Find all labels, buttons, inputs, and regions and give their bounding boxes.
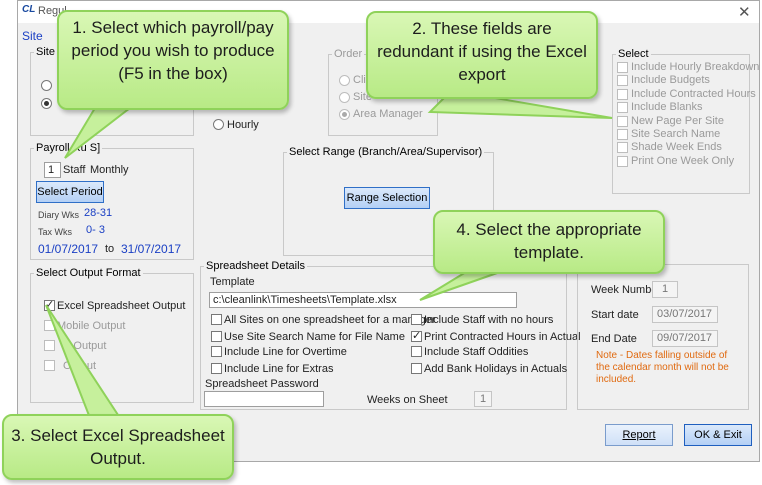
select-budgets-checkbox[interactable] — [617, 75, 628, 87]
callout-4-tail — [419, 271, 501, 301]
site-radio-1[interactable] — [41, 80, 52, 91]
select-blanks-label: Include Blanks — [631, 101, 703, 114]
bank-holidays-checkbox[interactable] — [411, 363, 422, 374]
diary-wks-label: Diary Wks — [38, 210, 79, 220]
start-date-label: Start date — [591, 309, 639, 321]
range-selection-button[interactable]: Range Selection — [344, 187, 430, 209]
callout-3: 3. Select Excel Spreadsheet Output. — [2, 414, 234, 480]
staff-no-hours-checkbox[interactable] — [411, 314, 422, 325]
end-date-input[interactable]: 09/07/2017 — [652, 330, 718, 347]
order-option-area-manager: Area Manager — [353, 108, 423, 120]
other-output-checkbox[interactable] — [44, 360, 55, 371]
password-label: Spreadsheet Password — [205, 378, 319, 390]
staff-label: Staff — [63, 164, 86, 176]
site-group-label: Site — [34, 46, 57, 58]
end-date-label: End Date — [591, 333, 637, 345]
date-from: 01/07/2017 — [38, 242, 99, 256]
payroll-group — [30, 148, 194, 260]
order-radio-area-manager[interactable] — [339, 109, 350, 120]
frequency-label: Monthly — [90, 164, 129, 176]
order-group-label: Order — [332, 48, 365, 60]
callout-4: 4. Select the appropriate template. — [433, 210, 665, 274]
output-format-label: Select Output Format — [34, 267, 143, 279]
weeks-on-sheet-label: Weeks on Sheet — [367, 394, 448, 406]
overtime-checkbox[interactable] — [211, 346, 222, 357]
select-blanks-checkbox[interactable] — [617, 102, 628, 114]
site-tab-label[interactable]: Site — [22, 29, 43, 43]
all-sites-checkbox[interactable] — [211, 314, 222, 325]
contracted-hours-label: Print Contracted Hours in Actual — [424, 331, 581, 343]
extras-label: Include Line for Extras — [224, 363, 334, 375]
extras-checkbox[interactable] — [211, 363, 222, 374]
site-search-name-label: Use Site Search Name for File Name — [224, 331, 405, 343]
callout-1-tail — [64, 107, 133, 159]
select-site-search-name-label: Site Search Name — [631, 128, 721, 140]
select-new-page-per-site-label: New Page Per Site — [631, 114, 724, 127]
app-logo-icon: CL — [22, 4, 36, 15]
hourly-radio[interactable] — [213, 119, 224, 130]
excel-output-label: Excel Spreadsheet Output — [57, 300, 186, 312]
staff-oddities-label: Include Staff Oddities — [424, 346, 529, 358]
date-to: 31/07/2017 — [121, 242, 182, 256]
start-date-input[interactable]: 03/07/2017 — [652, 306, 718, 323]
tax-wks-label: Tax Wks — [38, 227, 73, 237]
all-sites-label: All Sites on one spreadsheet for a manag… — [224, 314, 436, 326]
payroll-period-input[interactable]: 1 — [44, 162, 61, 178]
close-icon[interactable]: ✕ — [738, 4, 751, 21]
select-period-button[interactable]: Select Period — [36, 181, 104, 203]
order-radio-site[interactable] — [339, 92, 350, 103]
tax-wks-value: 0- 3 — [86, 224, 105, 236]
select-print-one-week-only-label: Print One Week Only — [631, 154, 735, 167]
select-contracted-hours-label: Include Contracted Hours — [631, 87, 756, 100]
week-number-label: Week Number — [591, 284, 662, 296]
select-budgets-label: Include Budgets — [631, 74, 710, 87]
ok-exit-button[interactable]: OK & Exit — [684, 424, 752, 446]
callout-2: 2. These fields are redundant if using t… — [366, 11, 598, 99]
dates-note: Note - Dates falling outside of the cale… — [596, 350, 729, 385]
report-button[interactable]: Report — [605, 424, 673, 446]
site-radio-2[interactable] — [41, 98, 52, 109]
select-options-label: Select — [616, 48, 651, 60]
staff-no-hours-label: Include Staff with no hours — [424, 314, 554, 326]
weeks-on-sheet-input[interactable]: 1 — [474, 391, 492, 407]
spreadsheet-details-group — [200, 266, 567, 410]
select-new-page-per-site-checkbox[interactable] — [617, 115, 628, 127]
contracted-hours-checkbox[interactable] — [411, 329, 422, 342]
select-hourly-breakdown-label: Include Hourly Breakdown — [631, 61, 760, 73]
callout-1: 1. Select which payroll/pay period you w… — [57, 10, 289, 110]
mobile-output-label: Mobile Output — [57, 320, 126, 332]
template-label: Template — [210, 276, 255, 288]
week-number-input[interactable]: 1 — [652, 281, 678, 298]
payroll-group-label: Payroll Ru S] — [34, 142, 103, 154]
hourly-label: Hourly — [227, 119, 259, 131]
select-contracted-hours-checkbox[interactable] — [617, 88, 628, 100]
select-shade-week-ends-label: Shade Week Ends — [631, 141, 722, 154]
template-input[interactable]: c:\cleanlink\Timesheets\Template.xlsx — [209, 292, 517, 308]
select-options-group — [612, 54, 750, 194]
password-input[interactable] — [204, 391, 324, 407]
select-shade-week-ends-checkbox[interactable] — [617, 142, 628, 154]
to-label: to — [105, 243, 115, 255]
order-radio-client[interactable] — [339, 75, 350, 86]
spreadsheet-details-label: Spreadsheet Details — [204, 260, 308, 272]
select-hourly-breakdown-checkbox[interactable] — [617, 62, 628, 73]
callout-3-tail — [45, 304, 122, 419]
staff-oddities-checkbox[interactable] — [411, 346, 422, 357]
select-print-one-week-only-checkbox[interactable] — [617, 155, 628, 167]
bank-holidays-label: Add Bank Holidays in Actuals — [424, 363, 568, 375]
overtime-label: Include Line for Overtime — [224, 346, 347, 358]
v-output-checkbox[interactable] — [44, 340, 55, 351]
select-site-search-name-checkbox[interactable] — [617, 129, 628, 140]
diary-wks-value: 28-31 — [84, 207, 113, 219]
site-search-name-checkbox[interactable] — [211, 331, 222, 342]
select-range-label: Select Range (Branch/Area/Supervisor) — [287, 146, 485, 158]
